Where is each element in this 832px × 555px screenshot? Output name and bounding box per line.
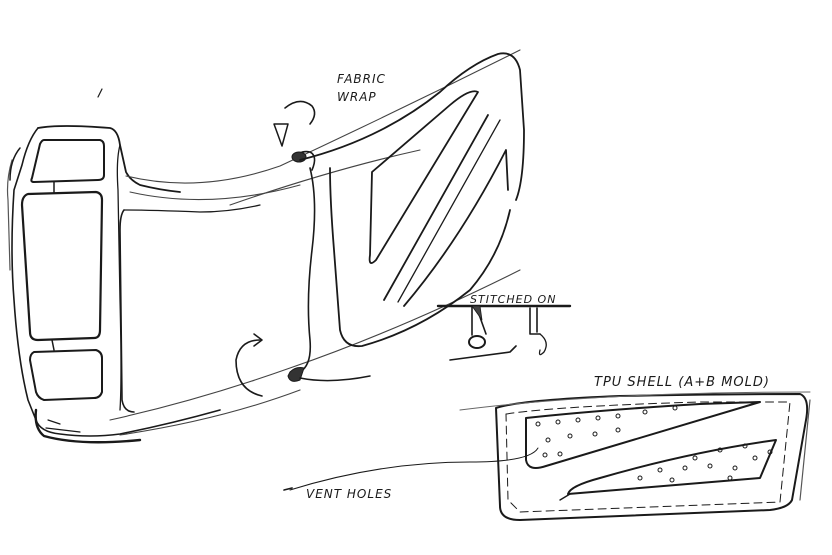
stray-mark bbox=[97, 88, 103, 98]
strap-lines bbox=[109, 49, 521, 436]
vent-holes bbox=[535, 405, 773, 483]
label-tpu-shell: TPU SHELL (A+B MOLD) bbox=[594, 375, 770, 390]
label-fabric-wrap-line2: WRAP bbox=[337, 90, 377, 104]
stitch-detail bbox=[436, 304, 572, 361]
front-frame bbox=[6, 125, 261, 444]
tpu-shell bbox=[459, 391, 811, 521]
label-fabric-wrap-line1: FABRIC bbox=[337, 72, 386, 86]
fabric-wrap-panel bbox=[235, 52, 525, 397]
label-fabric-wrap: FABRIC WRAP bbox=[337, 70, 397, 106]
label-vent-holes: VENT HOLES bbox=[306, 487, 393, 501]
vent-holes-leader bbox=[289, 447, 539, 491]
rotate-arrow-top-icon bbox=[284, 100, 316, 125]
label-stitched-on: STITCHED ON bbox=[470, 293, 557, 306]
rotate-arrow-bottom-icon bbox=[235, 339, 263, 397]
